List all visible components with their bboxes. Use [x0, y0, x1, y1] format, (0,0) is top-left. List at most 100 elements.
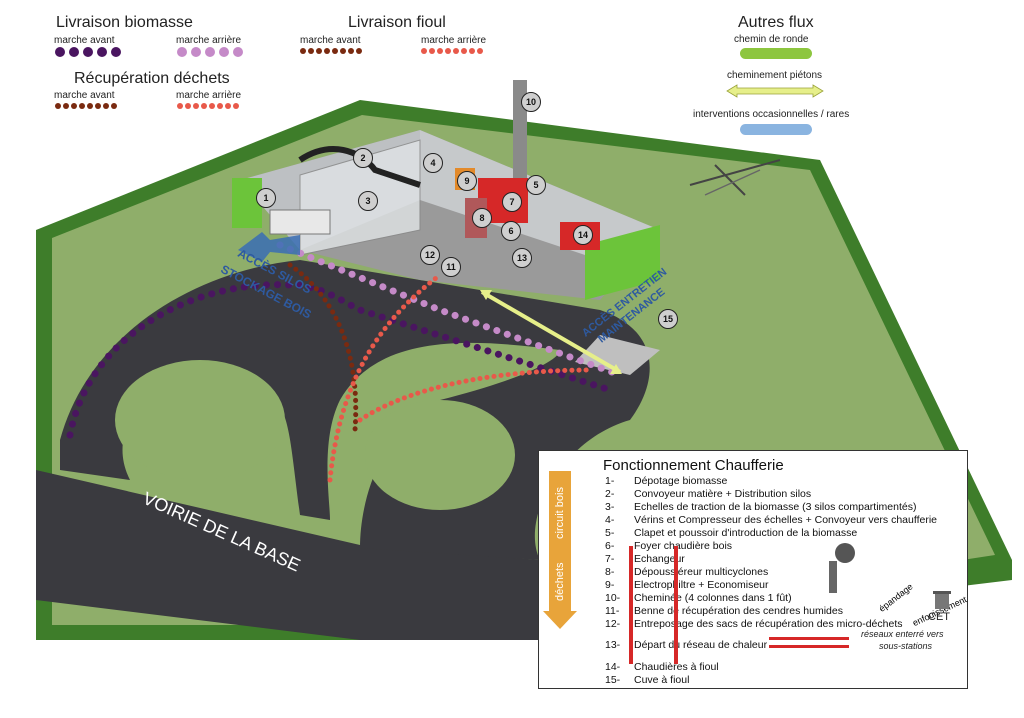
dechets-label: déchets [554, 562, 566, 601]
marker-8: 8 [472, 208, 492, 228]
item-label: Chaudières à fioul [634, 661, 719, 673]
legend-fioul-arriere-label: marche arrière [421, 35, 487, 46]
base-road [36, 470, 540, 640]
marker-7: 7 [502, 192, 522, 212]
item-number: 8- [605, 566, 615, 578]
red-flow-right [674, 546, 678, 664]
grass-island-right [365, 400, 515, 510]
marker-5: 5 [526, 175, 546, 195]
legend-pietons-label: cheminement piétons [727, 70, 823, 81]
down-arrow-icon [543, 611, 577, 629]
flow-path-fioul-route [357, 367, 593, 423]
legend-dechets-avant-swatch [55, 103, 117, 109]
item-label: Cuve à fioul [634, 674, 690, 686]
item-number: 4- [605, 514, 615, 526]
trash-bin-icon [933, 591, 951, 609]
item-label: Clapet et poussoir d'introduction de la … [634, 527, 858, 539]
item-label: Foyer chaudière bois [634, 540, 733, 552]
factory-smoke-icon [829, 543, 855, 593]
legend-fioul-avant-swatch [300, 48, 362, 54]
legend-interventions-label: interventions occasionnelles / rares [693, 109, 850, 120]
item-number: 15- [605, 674, 621, 686]
legend-autres-title: Autres flux [738, 14, 814, 31]
legend-panel: Fonctionnement Chaufferie circuit bois d… [538, 450, 968, 689]
network-arrow-2 [769, 645, 849, 648]
marker-number: 11 [446, 262, 456, 272]
legend-biomasse-arriere-swatch [177, 47, 243, 57]
epandage-label: épandage [877, 581, 915, 614]
item-number: 13- [605, 639, 621, 651]
item-number: 2- [605, 488, 615, 500]
compass-rose-icon [689, 159, 781, 196]
marker-2: 2 [353, 148, 373, 168]
marker-12: 12 [420, 245, 440, 265]
legend-pietons-swatch [726, 84, 824, 98]
circuit-bois-bar [549, 471, 571, 616]
item-label: Dépotage biomasse [634, 475, 728, 487]
item-number: 6- [605, 540, 615, 552]
marker-number: 6 [508, 226, 514, 236]
marker-number: 5 [533, 180, 539, 190]
grass-island-left [115, 360, 285, 480]
marker-number: 13 [516, 253, 527, 263]
item-number: 5- [605, 527, 615, 539]
legend-biomasse-avant-swatch [55, 47, 121, 57]
panel-title: Fonctionnement Chaufferie [603, 457, 784, 474]
marker-number: 12 [424, 250, 435, 260]
legend-interventions-swatch [740, 124, 812, 135]
cet-label: CET [928, 611, 950, 623]
parking-spot [575, 335, 660, 375]
item-label: Benne de récupération des cendres humide… [634, 605, 843, 617]
marker-number: 2 [360, 153, 366, 163]
marker-13: 13 [512, 248, 532, 268]
item-number: 7- [605, 553, 615, 565]
green-facade-right [585, 225, 660, 300]
item-label: Convoyeur matière + Distribution silos [634, 488, 812, 500]
network-arrow-1 [769, 637, 849, 640]
access-arrow [238, 232, 300, 262]
item-number: 11- [605, 605, 620, 617]
item-label: Echelles de traction de la biomasse (3 s… [634, 501, 917, 513]
flow-path-fioul-arriere [327, 272, 443, 483]
flow-path-biomasse-avant [66, 281, 614, 439]
marker-number: 15 [662, 314, 673, 324]
legend-dechets-avant-label: marche avant [54, 90, 115, 101]
marker-4: 4 [423, 153, 443, 173]
legend-biomasse-avant-label: marche avant [54, 35, 115, 46]
item-number: 14- [605, 661, 621, 673]
item-number: 12- [605, 618, 621, 630]
reseaux-line-1: réseaux enterré vers [861, 629, 944, 639]
item-label: Dépoussiéreur multicyclones [634, 566, 769, 578]
circuit-bois-label: circuit bois [554, 487, 566, 539]
flow-path-biomasse-arriere [276, 241, 624, 379]
reseaux-line-2: sous-stations [879, 641, 933, 651]
marker-15: 15 [658, 309, 678, 329]
red-flow-left [629, 546, 633, 664]
item-label: Entreposage des sacs de récupération des… [634, 618, 903, 630]
truck [269, 209, 331, 235]
pedestrian-path [480, 290, 622, 374]
marker-10: 10 [521, 92, 541, 112]
legend-fioul-avant-label: marche avant [300, 35, 361, 46]
marker-11: 11 [441, 257, 461, 277]
item-number: 9- [605, 579, 615, 591]
legend-ronde-swatch [740, 48, 812, 59]
item-label: Echangeur [634, 553, 685, 565]
item-number: 1- [605, 475, 615, 487]
legend-dechets-title: Récupération déchets [74, 70, 230, 87]
legend-ronde-label: chemin de ronde [734, 34, 809, 45]
marker-9: 9 [457, 171, 477, 191]
legend-dechets-arriere-label: marche arrière [176, 90, 242, 101]
marker-number: 7 [509, 197, 515, 207]
marker-number: 4 [430, 158, 436, 168]
marker-number: 14 [577, 230, 588, 240]
legend-dechets-arriere-swatch [177, 103, 239, 109]
item-number: 3- [605, 501, 615, 513]
legend-biomasse-title: Livraison biomasse [56, 14, 193, 31]
marker-number: 3 [365, 196, 371, 206]
item-label: Vérins et Compresseur des échelles + Con… [634, 514, 937, 526]
marker-14: 14 [573, 225, 593, 245]
item-label: Cheminée (4 colonnes dans 1 fût) [634, 592, 792, 604]
marker-3: 3 [358, 191, 378, 211]
legend-biomasse-arriere-label: marche arrière [176, 35, 242, 46]
